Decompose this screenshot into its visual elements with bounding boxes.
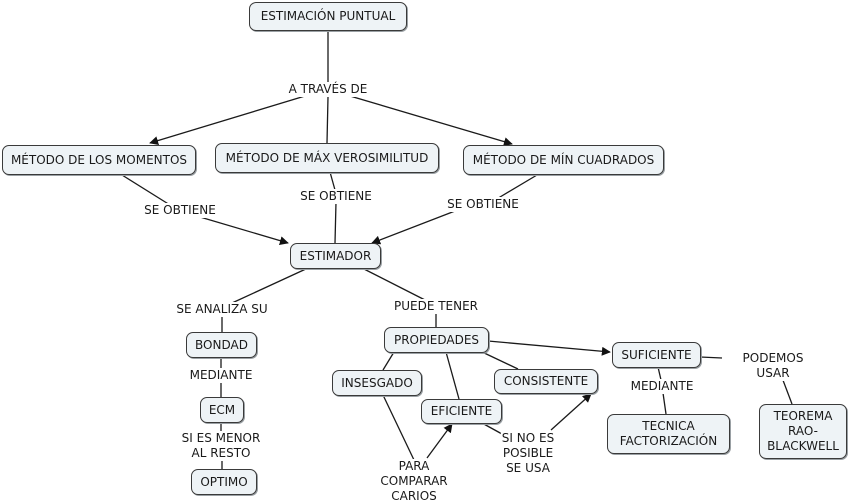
- node-suficiente[interactable]: SUFICIENTE: [612, 342, 701, 368]
- edge-atraves-cuadrados: [349, 95, 513, 147]
- link-puede-tener: PUEDE TENER: [392, 299, 480, 314]
- edge-seobtiene-estimador-2: [334, 201, 337, 244]
- edge-estimador-seanaliza: [231, 267, 309, 304]
- link-podemos-usar: PODEMOS USAR: [735, 351, 811, 381]
- edge-momentos-seobtiene: [121, 174, 171, 206]
- edge-propiedades-consistente: [479, 350, 519, 370]
- node-teorema-rao-blackwell[interactable]: TEOREMA RAO- BLACKWELL: [759, 404, 847, 459]
- node-eficiente[interactable]: EFICIENTE: [421, 399, 502, 424]
- edge-seobtiene-estimador-1: [199, 216, 289, 246]
- node-consistente[interactable]: CONSISTENTE: [494, 369, 598, 394]
- link-se-obtiene-cuadrados: SE OBTIENE: [446, 197, 520, 212]
- edge-suficiente-mediante: [657, 366, 662, 381]
- edge-atraves-momentos: [149, 95, 306, 145]
- node-optimo[interactable]: OPTIMO: [191, 469, 257, 495]
- link-a-traves-de: A TRAVÉS DE: [287, 82, 369, 97]
- edge-suficiente-podemosusar: [699, 356, 723, 359]
- node-estimacion-puntual[interactable]: ESTIMACIÓN PUNTUAL: [249, 2, 407, 31]
- node-metodo-verosimilitud[interactable]: MÉTODO DE MÁX VEROSIMILITUD: [215, 143, 439, 173]
- edge-sinoes-consistente: [550, 393, 592, 431]
- node-ecm[interactable]: ECM: [200, 397, 244, 423]
- edge-propiedades-suficiente: [487, 340, 611, 356]
- link-mediante-suficiente: MEDIANTE: [629, 379, 695, 394]
- edge-insesgado-paracomparar: [382, 394, 415, 461]
- edge-mediante-factorizacion: [662, 392, 667, 415]
- edge-eficiente-sinoes: [481, 422, 503, 435]
- edge-estimador-puedetener: [361, 267, 426, 301]
- link-se-obtiene-momentos: SE OBTIENE: [143, 203, 217, 218]
- edge-atraves-verosimilitud: [326, 96, 329, 144]
- edge-propiedades-insesgado: [382, 351, 395, 371]
- edge-propiedades-eficiente: [445, 351, 460, 400]
- link-se-analiza-su: SE ANALIZA SU: [175, 302, 269, 317]
- node-estimador[interactable]: ESTIMADOR: [290, 243, 381, 269]
- edge-verosimilitud-seobtiene: [329, 171, 336, 191]
- link-si-no-es-posible: SI NO ES POSIBLE SE USA: [500, 431, 556, 476]
- link-si-es-menor: SI ES MENOR AL RESTO: [180, 431, 262, 461]
- edge-seobtiene-estimador-3: [371, 210, 456, 245]
- edge-paracomparar-eficiente: [426, 423, 453, 459]
- node-propiedades[interactable]: PROPIEDADES: [384, 327, 489, 353]
- node-metodo-cuadrados[interactable]: MÉTODO DE MÍN CUADRADOS: [463, 145, 664, 175]
- node-metodo-momentos[interactable]: MÉTODO DE LOS MOMENTOS: [2, 145, 196, 175]
- link-para-comparar: PARA COMPARAR CARIOS: [379, 459, 449, 504]
- node-tecnica-factorizacion[interactable]: TECNICA FACTORIZACIÓN: [607, 414, 730, 454]
- node-bondad[interactable]: BONDAD: [186, 332, 257, 358]
- link-se-obtiene-verosimilitud: SE OBTIENE: [299, 189, 373, 204]
- link-mediante-bondad: MEDIANTE: [188, 368, 254, 383]
- node-insesgado[interactable]: INSESGADO: [332, 370, 422, 396]
- edge-cuadrados-seobtiene: [494, 174, 538, 201]
